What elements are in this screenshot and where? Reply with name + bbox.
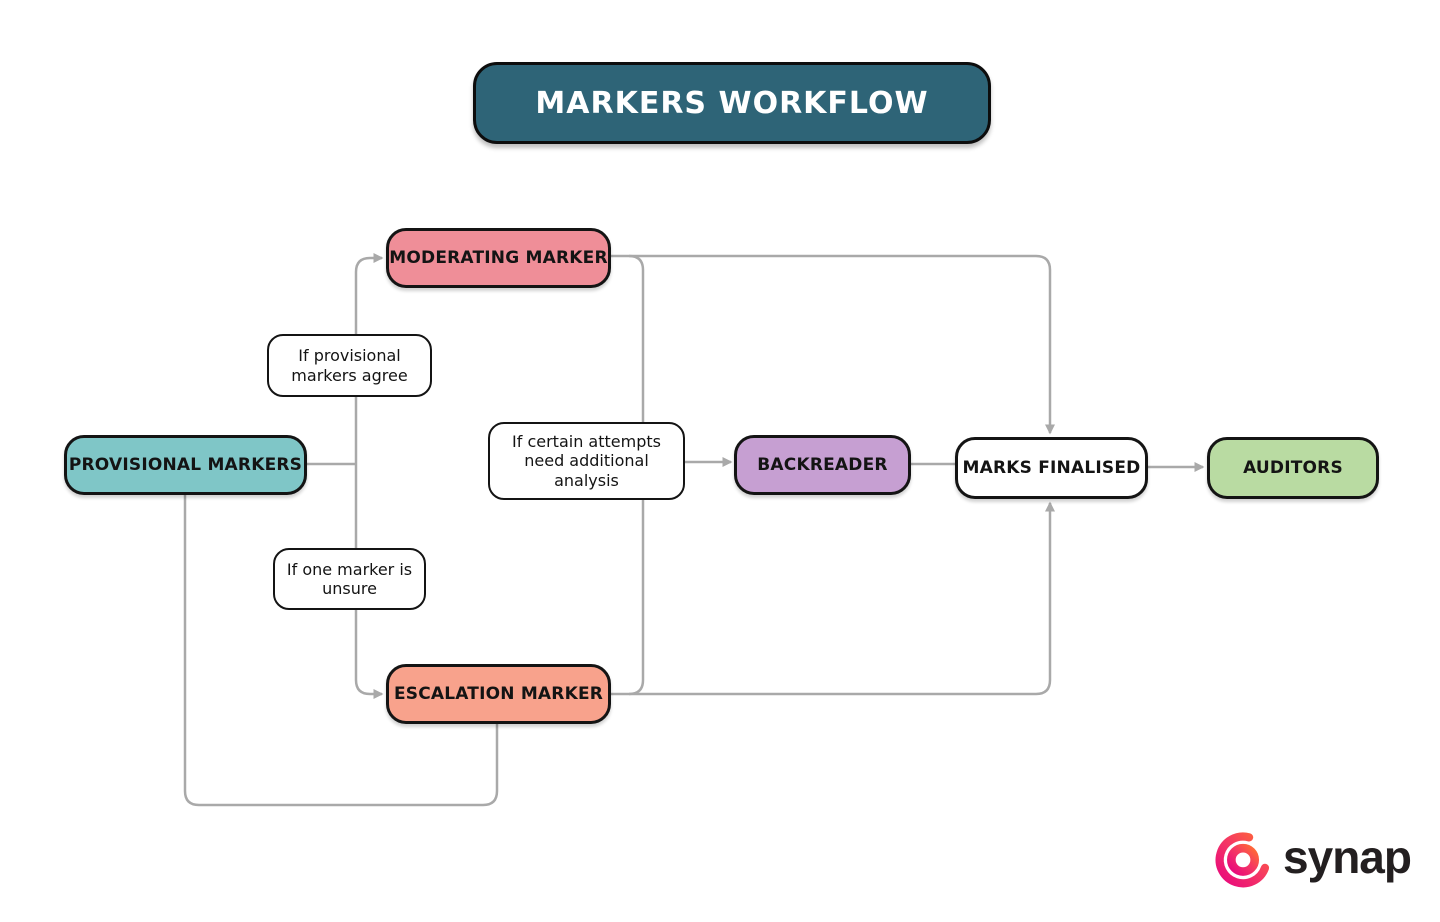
edge-escalation-to-marks-bottom <box>611 501 1055 696</box>
condition-certain-attempts-additional-analysis: If certain attempts need additional anal… <box>488 422 685 500</box>
diagram-title: MARKERS WORKFLOW <box>473 62 991 144</box>
synap-logo-text: synap <box>1283 831 1412 883</box>
node-moderating-marker: MODERATING MARKER <box>386 228 611 288</box>
node-escalation-marker: ESCALATION MARKER <box>386 664 611 724</box>
condition-provisional-markers-agree: If provisional markers agree <box>267 334 432 397</box>
edge-escalation-provisional-loop <box>183 495 499 807</box>
edge-trunk-to-moderating <box>354 253 384 464</box>
edge-trunk-to-escalation <box>354 464 384 699</box>
node-provisional-markers: PROVISIONAL MARKERS <box>64 435 307 495</box>
edge-moderating-to-marks-top <box>611 254 1055 435</box>
node-auditors: AUDITORS <box>1207 437 1379 499</box>
node-backreader: BACKREADER <box>734 435 911 495</box>
node-marks-finalised: MARKS FINALISED <box>955 437 1148 499</box>
synap-logo: synap <box>1211 818 1412 900</box>
condition-one-marker-unsure: If one marker is unsure <box>273 548 426 610</box>
synap-logo-mark-icon <box>1215 832 1270 888</box>
